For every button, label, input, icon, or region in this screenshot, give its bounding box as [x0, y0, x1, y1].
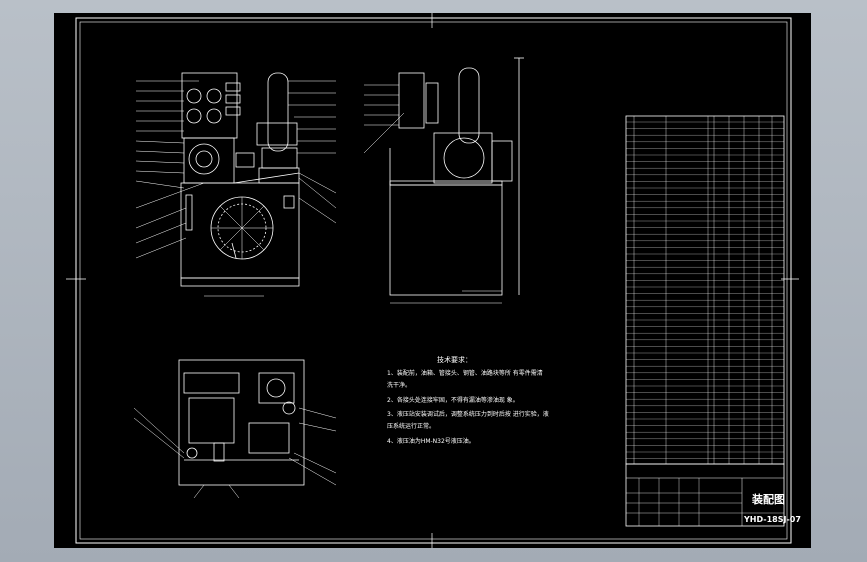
side-view: [389, 57, 524, 296]
note-line-3: 2、各接头处连接牢固，不得有漏油等渗油现 象。: [387, 396, 519, 404]
drawing-canvas: 装配图 YHD-18SJ-07 技术要求： 1、装配前，油箱、管接头、钢管、油路…: [66, 13, 801, 548]
note-line-5: 压系统运行正常。: [387, 422, 435, 430]
side-view-leaders: [363, 84, 502, 304]
inner-frame: [79, 21, 788, 540]
title-block: [625, 463, 785, 527]
top-view: [178, 359, 305, 486]
parts-list: [625, 115, 785, 465]
notes-title: 技术要求：: [437, 355, 472, 364]
front-view-leaders: [135, 80, 337, 259]
note-line-6: 4、液压油为HM-N32号液压油。: [387, 437, 475, 445]
top-view-leaders: [133, 407, 337, 499]
parts-list-rows: [626, 121, 784, 459]
drawing-number: YHD-18SJ-07: [743, 515, 801, 524]
front-view: [180, 72, 300, 287]
drawing-name: 装配图: [751, 492, 785, 506]
note-line-4: 3、液压站安装调试后，调整系统压力到时后按 进行实验，液: [387, 410, 549, 418]
note-line-1: 1、装配前，油箱、管接头、钢管、油路块等所 有零件需清: [387, 369, 543, 377]
note-line-2: 洗干净。: [387, 381, 411, 389]
drawing-sheet[interactable]: 装配图 YHD-18SJ-07 技术要求： 1、装配前，油箱、管接头、钢管、油路…: [54, 13, 811, 548]
outer-frame: [75, 17, 792, 544]
